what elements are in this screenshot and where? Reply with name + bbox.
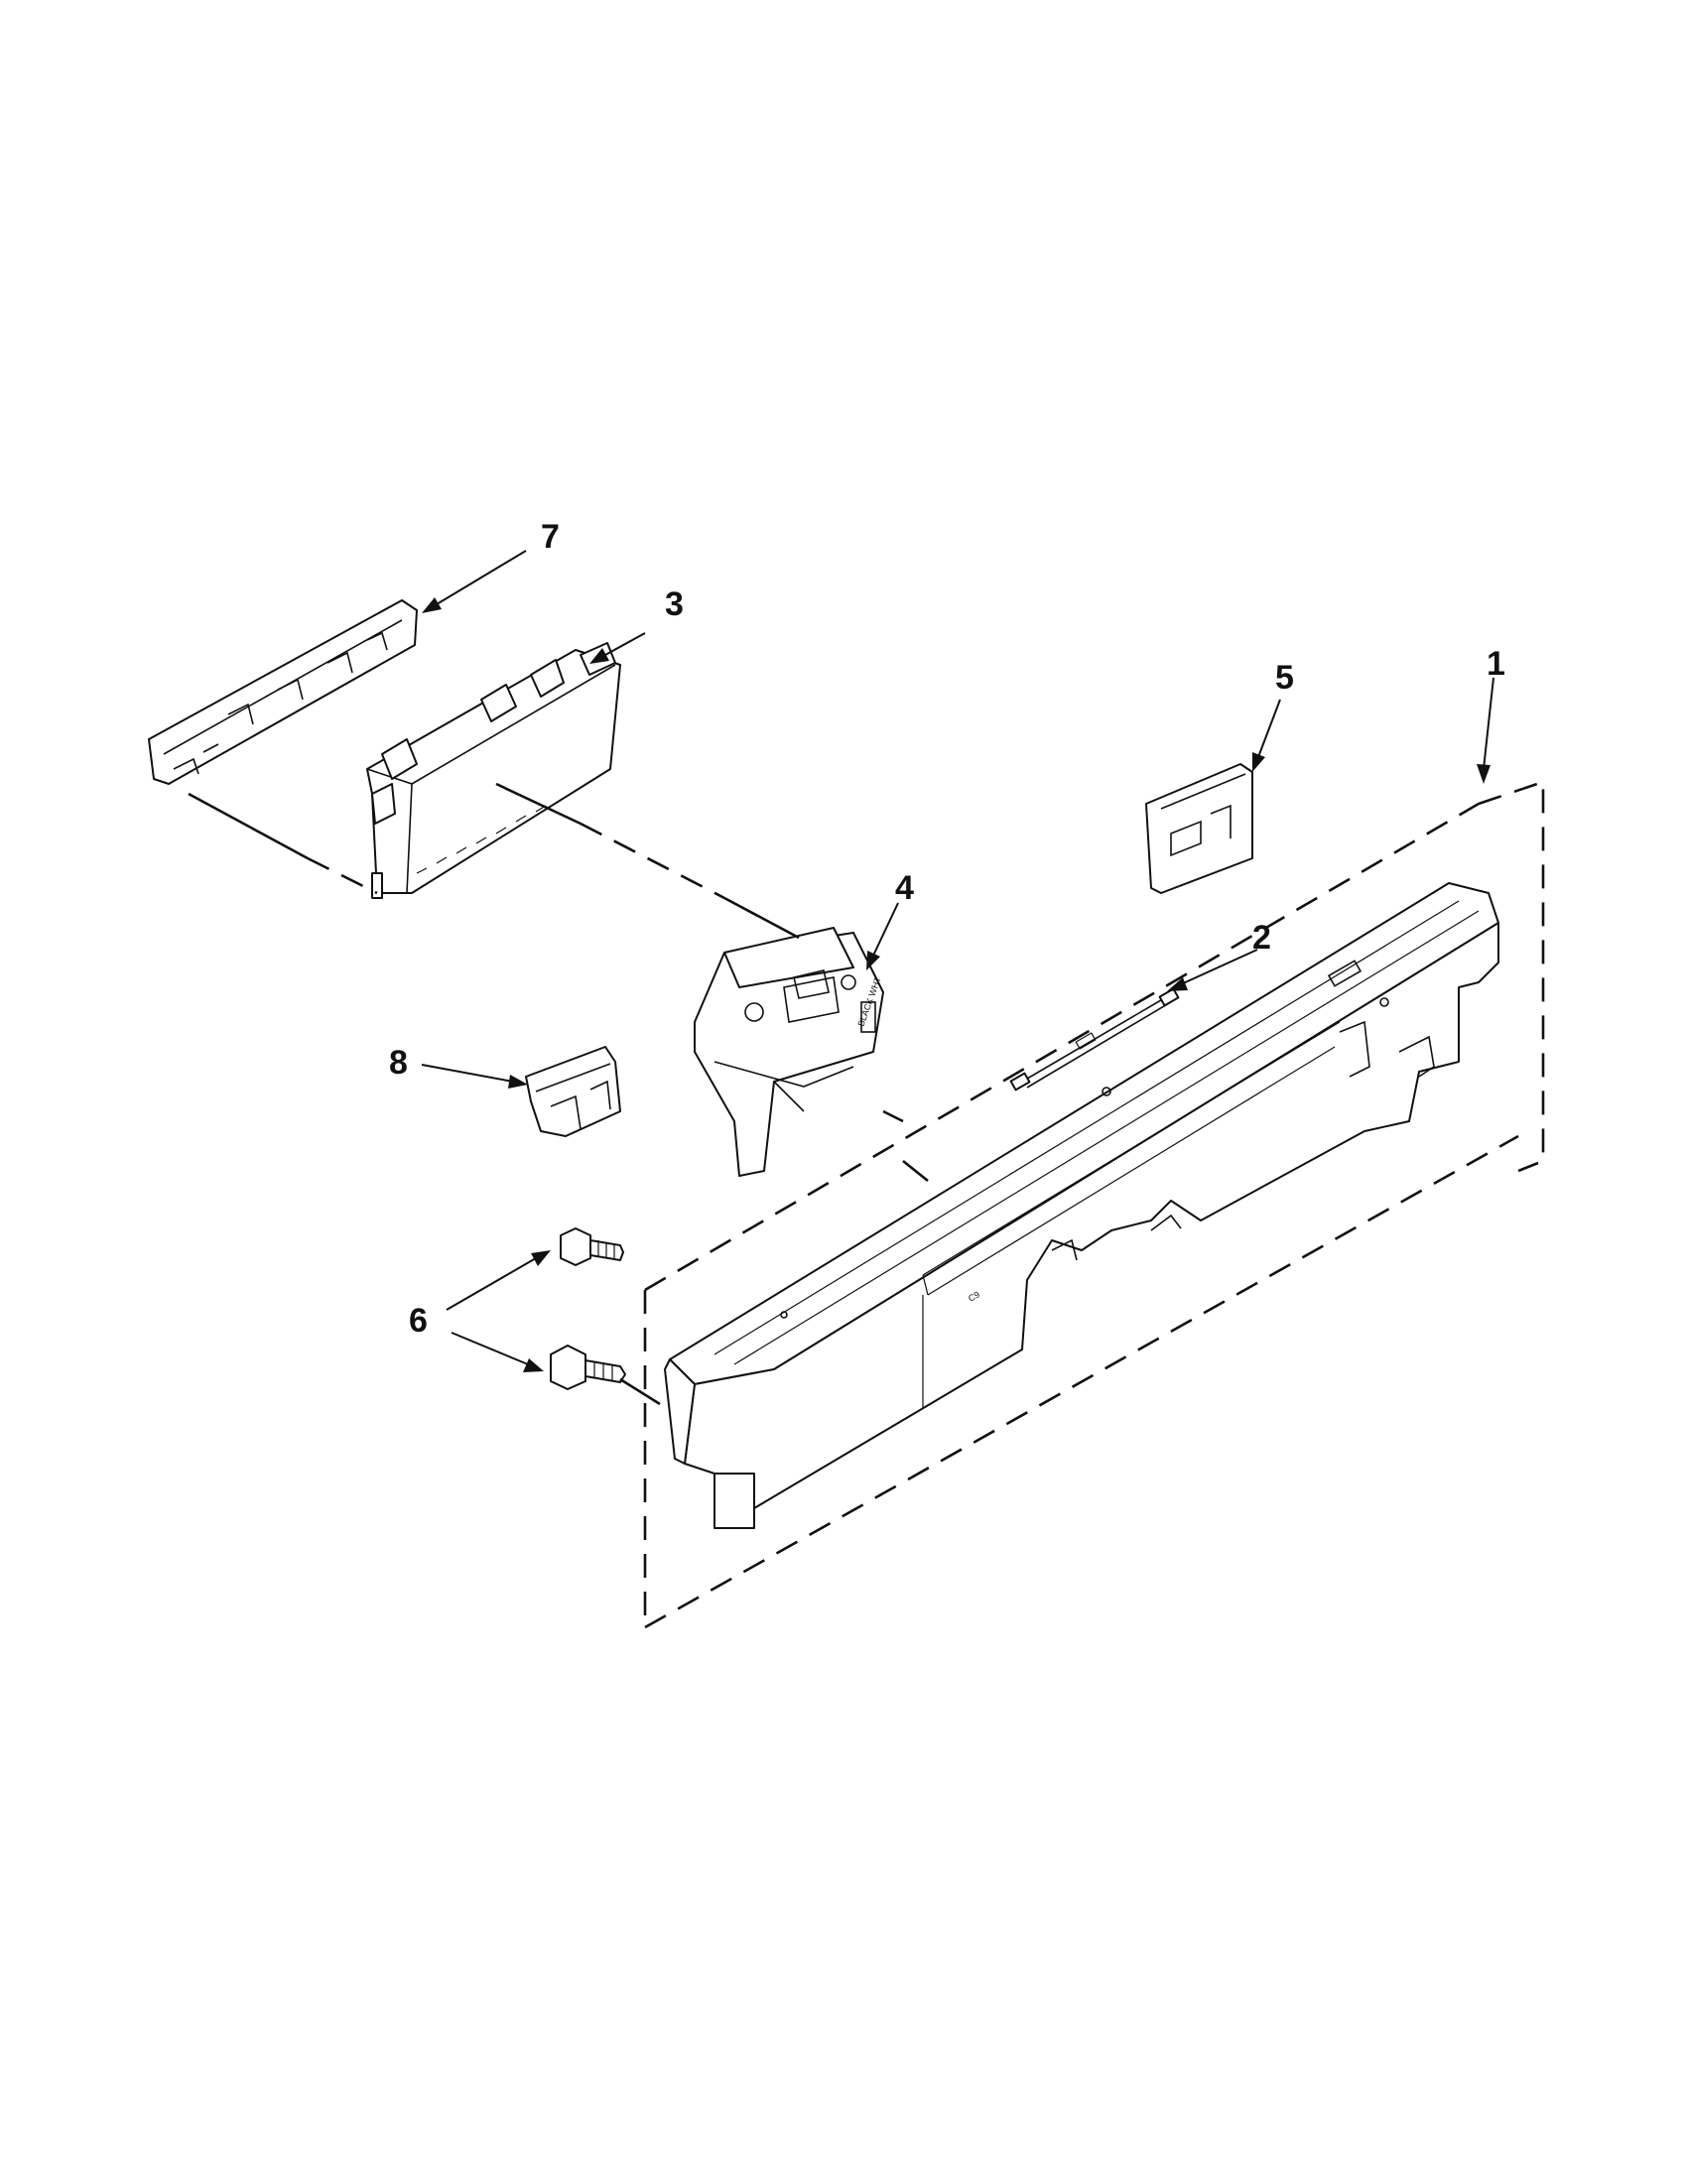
callout-2: 2 xyxy=(1252,919,1271,957)
control-board xyxy=(366,642,621,899)
callout-7: 7 xyxy=(541,518,560,556)
retainer-clip xyxy=(525,1046,621,1137)
connection-lines xyxy=(188,782,929,1406)
screw-upper xyxy=(560,1227,624,1266)
wire-harness xyxy=(1009,987,1180,1092)
board-bracket xyxy=(148,599,418,785)
part-1-boundary xyxy=(643,780,1545,1629)
bracket-assembly: BLACK WHT xyxy=(694,927,884,1177)
clip xyxy=(1145,763,1253,894)
control-panel-housing: C9 xyxy=(664,882,1499,1529)
callout-6: 6 xyxy=(409,1302,428,1340)
callout-4: 4 xyxy=(895,869,914,907)
screws xyxy=(550,1227,626,1390)
callout-5: 5 xyxy=(1275,659,1294,697)
callout-1: 1 xyxy=(1487,645,1505,683)
leader-lines xyxy=(421,550,1494,1372)
screw-lower xyxy=(550,1345,626,1390)
housing-ref-mark: C9 xyxy=(967,1289,981,1303)
callout-8: 8 xyxy=(389,1044,408,1082)
callout-3: 3 xyxy=(665,585,684,623)
